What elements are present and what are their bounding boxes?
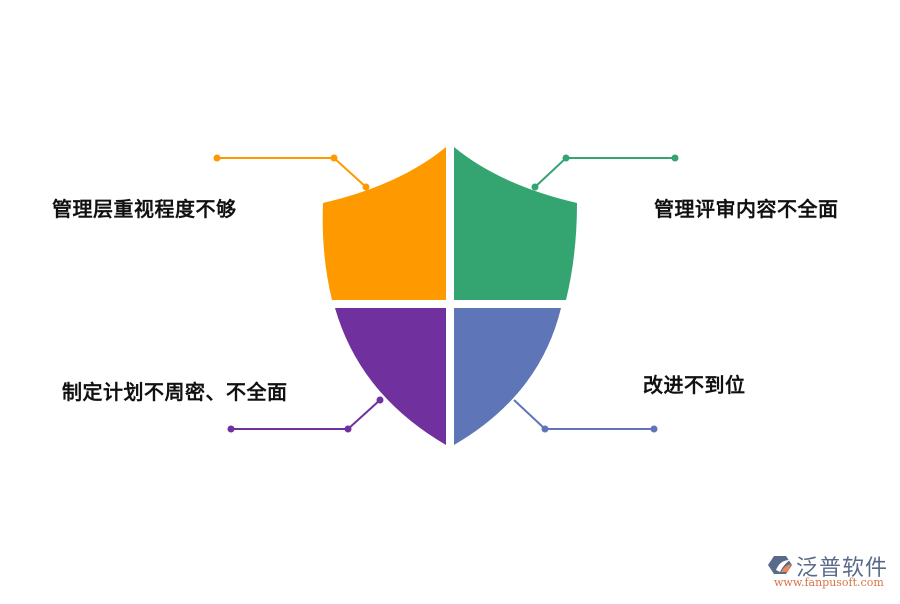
fanpu-watermark: 泛普软件 www.fanpusoft.com xyxy=(766,550,896,590)
shield-quadrant-top-right xyxy=(454,147,577,300)
connector-top-right xyxy=(531,154,679,191)
label-bottom-left: 制定计划不周密、不全面 xyxy=(62,380,288,404)
label-bottom-right: 改进不到位 xyxy=(643,373,746,397)
shield-quadrant-bottom-right xyxy=(454,308,561,445)
connector-bottom-right xyxy=(513,399,658,433)
watermark-name: 泛普软件 xyxy=(796,556,889,581)
connector-bottom-left xyxy=(227,396,384,433)
watermark-url: www.fanpusoft.com xyxy=(774,576,884,589)
label-top-right: 管理评审内容不全面 xyxy=(654,197,839,221)
label-top-left: 管理层重视程度不够 xyxy=(52,197,237,221)
connector-top-left xyxy=(213,154,370,191)
shield-quadrant-top-left xyxy=(322,147,446,300)
fanpu-logo-icon xyxy=(768,556,792,574)
shield-quadrant-bottom-left xyxy=(335,308,446,445)
